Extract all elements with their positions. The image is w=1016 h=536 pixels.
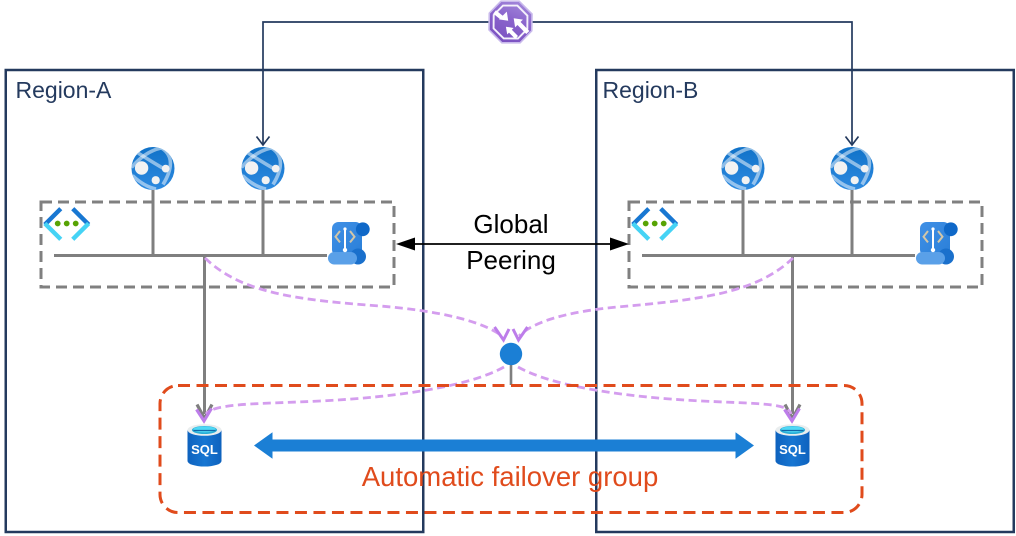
svg-text:Global: Global: [473, 209, 548, 239]
svg-text:Peering: Peering: [466, 245, 556, 275]
svg-text:Automatic failover group: Automatic failover group: [362, 461, 659, 492]
svg-text:Region-B: Region-B: [603, 77, 699, 103]
svg-text:Region-A: Region-A: [16, 77, 113, 103]
